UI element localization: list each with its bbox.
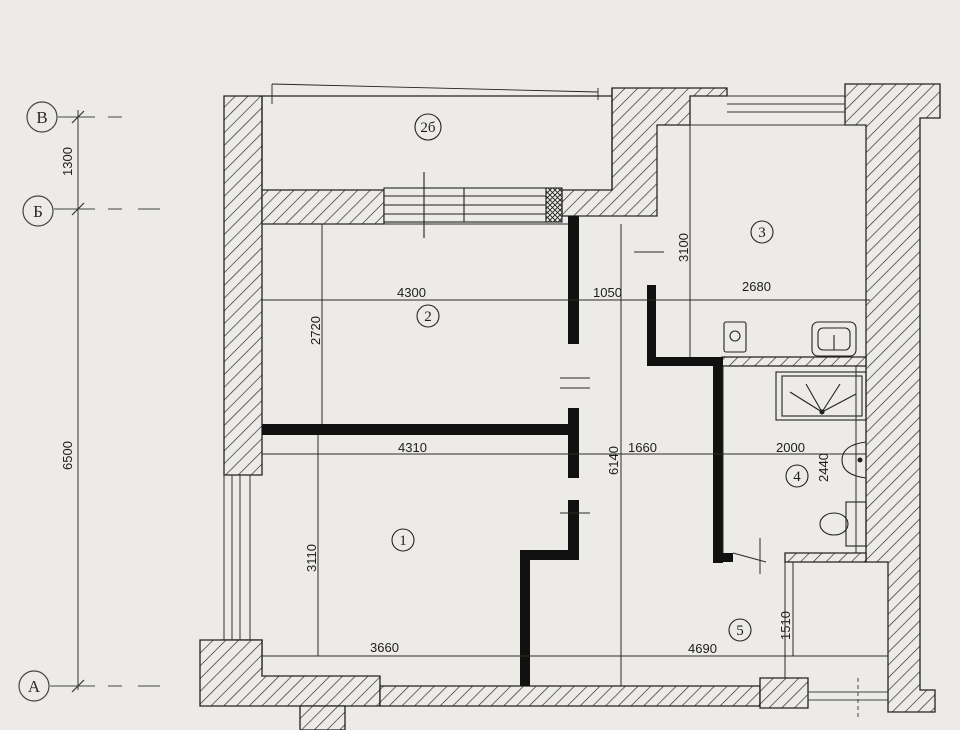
room-label-2b: 2б: [414, 113, 442, 141]
partition-kitchen-door: [647, 285, 656, 365]
room-number-2b: 2б: [420, 120, 436, 136]
dimension-labels: 4300 1050 2680 2720 3100 4310 6140 1660 …: [304, 233, 831, 656]
balcony: [261, 83, 613, 190]
bottom-right-block: [759, 677, 809, 709]
dim-2720: 2720: [308, 316, 323, 345]
partition-bath-bottom: [713, 553, 733, 562]
side-dim-top: 1300: [60, 147, 75, 176]
dim-4310: 4310: [398, 440, 427, 455]
left-wall: [223, 95, 263, 476]
dim-3660: 3660: [370, 640, 399, 655]
dim-2680: 2680: [742, 279, 771, 294]
side-dim-main: 6500: [60, 441, 75, 470]
partition-kitchen-bottom: [647, 357, 722, 366]
dim-1050: 1050: [593, 285, 622, 300]
axis-markers: В Б А 1300 6500: [18, 101, 160, 702]
room-number-5: 5: [736, 623, 744, 639]
dim-6140: 6140: [606, 446, 621, 475]
dim-3110: 3110: [304, 544, 319, 572]
left-window: [223, 475, 251, 640]
axis-marker-v: В: [26, 101, 122, 133]
room-label-1: 1: [391, 528, 415, 552]
room-label-2: 2: [416, 304, 440, 328]
room-label-3: 3: [750, 220, 774, 244]
dim-1510: 1510: [778, 611, 793, 640]
bottom-wall-main: [379, 685, 761, 707]
interior-partitions: [262, 216, 733, 686]
bottom-left-block: [199, 639, 381, 707]
dim-2000: 2000: [776, 440, 805, 455]
dim-3100: 3100: [676, 233, 691, 262]
balcony-wall: [261, 189, 385, 225]
dim-1660: 1660: [628, 440, 657, 455]
room-label-5: 5: [728, 618, 752, 642]
room-number-3: 3: [758, 225, 766, 241]
axis-marker-b: Б: [22, 195, 160, 227]
room-numbers: 2б 2 3 1 4 5: [391, 113, 809, 642]
top-window-room3: [690, 95, 866, 126]
partition-l-vertical: [520, 550, 530, 686]
dim-4690: 4690: [688, 641, 717, 656]
dim-2440: 2440: [816, 453, 831, 482]
partition-corridor-low: [568, 500, 579, 560]
stove-icon: [723, 321, 747, 353]
wc-top-strip: [721, 356, 867, 367]
balcony-door: [383, 172, 563, 238]
axis-label-a: А: [28, 677, 41, 696]
wc-bottom-strip: [784, 552, 867, 563]
room-number-2: 2: [424, 309, 432, 325]
bottom-stub: [299, 705, 346, 730]
partition-corridor-top: [568, 216, 579, 344]
room-label-4: 4: [785, 464, 809, 488]
room-number-1: 1: [399, 533, 407, 549]
partition-rooms-1-2: [262, 424, 578, 435]
washbasin-icon: [841, 441, 867, 479]
entry-lines: [808, 678, 888, 720]
partition-l-horizontal: [520, 550, 579, 560]
partition-corridor-mid: [568, 408, 579, 478]
exterior-walls: [199, 83, 941, 730]
kitchen-sink-icon: [811, 321, 857, 357]
axis-label-b: Б: [33, 202, 43, 221]
axis-label-v: В: [36, 108, 47, 127]
partition-bath-left: [713, 357, 723, 563]
room-number-4: 4: [793, 469, 801, 485]
shower-tray-icon: [775, 371, 867, 421]
dim-4300: 4300: [397, 285, 426, 300]
axis-marker-a: А: [18, 670, 160, 702]
dimension-lines: [262, 216, 888, 686]
